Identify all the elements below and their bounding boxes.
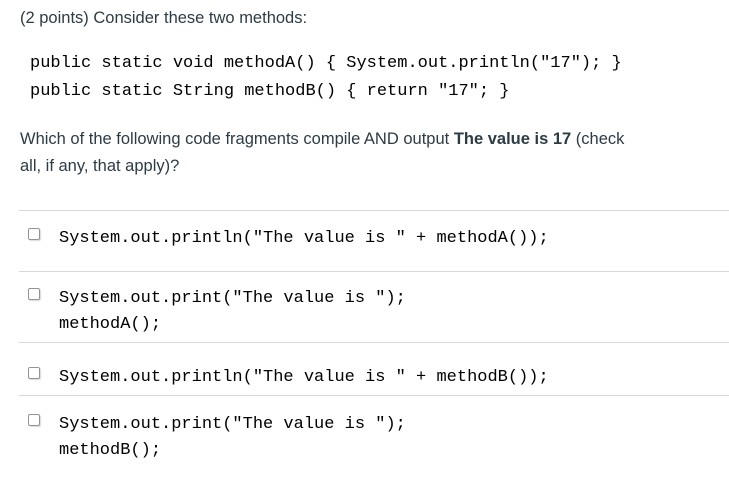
answer-option-3: System.out.println("The value is " + met…: [19, 342, 729, 395]
question-points-header: (2 points) Consider these two methods:: [20, 9, 308, 27]
question-prompt: Which of the following code fragments co…: [20, 126, 709, 180]
code-line-methodA: public static void methodA() { System.ou…: [30, 54, 622, 73]
prompt-expected-output: The value is 17: [453, 130, 572, 148]
answer-option-2: System.out.print("The value is "); metho…: [19, 271, 729, 342]
answer-code-1: System.out.println("The value is " + met…: [59, 229, 549, 248]
answer-option-4: System.out.print("The value is "); metho…: [19, 395, 729, 479]
answer-checkbox-4[interactable]: [28, 414, 40, 426]
answer-options-list: System.out.println("The value is " + met…: [19, 210, 729, 479]
question-code-block: public static void methodA() { System.ou…: [30, 50, 709, 106]
answer-checkbox-3[interactable]: [28, 367, 40, 379]
answer-option-1: System.out.println("The value is " + met…: [19, 210, 729, 271]
answer-code-3: System.out.println("The value is " + met…: [59, 368, 549, 387]
answer-checkbox-1[interactable]: [28, 228, 40, 240]
prompt-text-end: all, if any, that apply)?: [20, 157, 180, 175]
answer-checkbox-2[interactable]: [28, 288, 40, 300]
code-line-methodB: public static String methodB() { return …: [30, 82, 510, 101]
prompt-text-mid: (check: [571, 130, 625, 148]
answer-code-2: System.out.print("The value is "); metho…: [59, 289, 406, 334]
prompt-text-start: Which of the following code fragments co…: [20, 130, 454, 148]
answer-code-4: System.out.print("The value is "); metho…: [59, 415, 406, 460]
